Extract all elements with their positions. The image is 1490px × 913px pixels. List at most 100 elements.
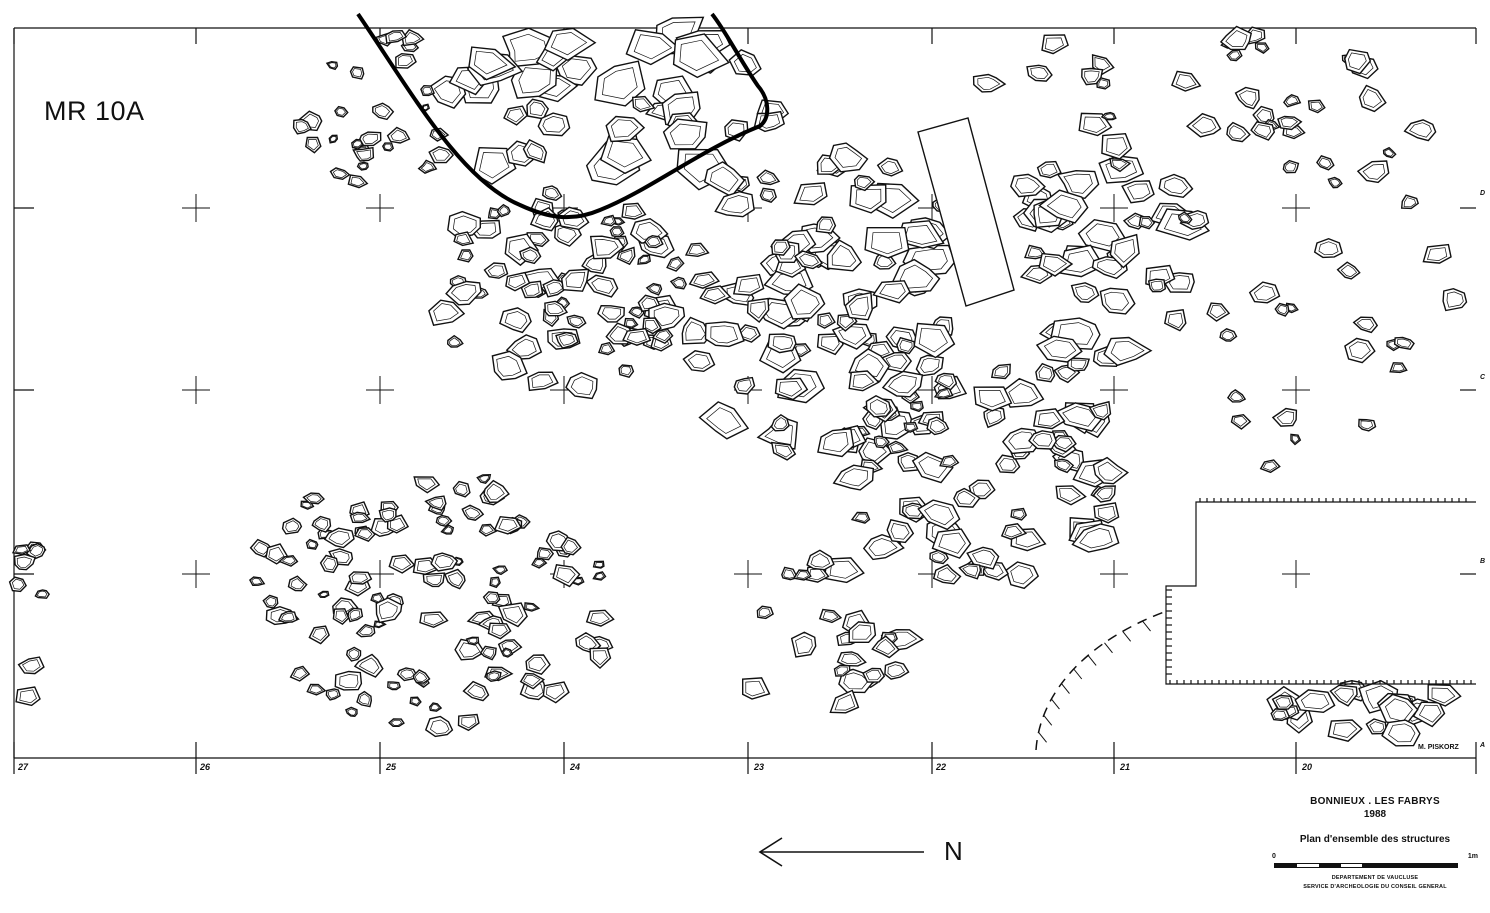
stone <box>409 696 422 707</box>
stone-facet <box>1431 687 1456 704</box>
stone-facet <box>644 319 659 332</box>
stone-facet <box>669 123 701 146</box>
stone-facet <box>499 206 509 216</box>
stone <box>850 511 871 524</box>
stone-facet <box>1362 88 1382 108</box>
stone <box>1053 458 1075 474</box>
stone-facet <box>942 456 957 466</box>
stone <box>496 203 511 218</box>
stone <box>352 146 375 162</box>
stone <box>15 686 41 707</box>
stone <box>826 239 863 272</box>
stone-facet <box>504 311 528 330</box>
stone <box>1344 48 1372 75</box>
stone-facet <box>899 339 913 352</box>
stone <box>476 473 492 484</box>
stone <box>457 713 480 732</box>
stone-facet <box>852 624 872 640</box>
stone-facet <box>478 475 490 483</box>
stone-facet <box>389 682 399 689</box>
stone-facet <box>523 674 541 687</box>
stone <box>483 479 510 504</box>
stone-facet <box>871 232 903 255</box>
stone-facet <box>633 34 673 60</box>
stone-facet <box>762 190 774 201</box>
stone-facet <box>818 218 833 231</box>
stone-facet <box>972 482 992 497</box>
stone-facet <box>1253 285 1276 301</box>
stone <box>1307 99 1326 114</box>
stone <box>1036 160 1062 179</box>
stone-facet <box>745 680 765 697</box>
stone-facet <box>1127 183 1151 200</box>
stone-facet <box>978 389 1006 408</box>
stone-facet <box>1062 406 1096 427</box>
stone-facet <box>494 566 506 574</box>
stone-facet <box>452 215 477 235</box>
stone-facet <box>546 281 564 295</box>
stone-facet <box>21 659 41 672</box>
stone-facet <box>430 703 440 711</box>
stone-facet <box>563 539 578 553</box>
stone-facet <box>319 592 328 597</box>
stone-facet <box>1334 687 1354 703</box>
stone-facet <box>758 607 771 617</box>
stone-facet <box>1015 531 1041 548</box>
stone-facet <box>359 626 373 636</box>
stone-facet <box>839 468 868 487</box>
stone-facet <box>687 353 711 369</box>
stone <box>1427 683 1462 707</box>
stone-facet <box>1253 124 1272 138</box>
stone <box>1092 485 1116 503</box>
stone-facet <box>693 274 715 287</box>
stone-facet <box>352 68 363 78</box>
grid-cross <box>1100 560 1128 588</box>
stone-facet <box>558 298 568 307</box>
stone-facet <box>1332 722 1358 738</box>
stone-facet <box>459 642 481 658</box>
stone-facet <box>1318 241 1339 256</box>
plan-frame <box>13 27 1477 774</box>
stone-facet <box>357 529 373 540</box>
pit-arc <box>1035 611 1165 751</box>
stone-facet <box>841 653 862 665</box>
stone-facet <box>1057 322 1094 345</box>
stone-facet <box>502 649 512 657</box>
stone-facet <box>1222 330 1235 340</box>
stones-layer <box>8 16 1468 747</box>
stone-facet <box>349 610 361 621</box>
stone-facet <box>703 288 726 302</box>
stone-facet <box>411 697 420 705</box>
stone <box>774 377 809 401</box>
stone-facet <box>426 574 442 585</box>
stone-facet <box>1085 223 1120 247</box>
stone-facet <box>308 540 317 549</box>
stone-facet <box>442 526 453 534</box>
stone-facet <box>601 307 622 320</box>
stone-facet <box>822 432 849 453</box>
stone-facet <box>626 331 647 344</box>
stone-facet <box>1167 312 1184 329</box>
pit-hachure <box>1122 631 1132 642</box>
stone-facet <box>526 143 544 160</box>
stone-facet <box>1369 721 1385 733</box>
stone <box>968 479 996 500</box>
stone-facet <box>870 399 888 415</box>
stone-facet <box>912 402 922 411</box>
stone-facet <box>530 234 547 245</box>
stone <box>853 174 876 192</box>
stone-facet <box>323 557 336 571</box>
stone <box>542 681 570 704</box>
stone <box>1400 194 1420 210</box>
stone-facet <box>433 303 459 322</box>
stone-facet <box>900 454 917 469</box>
stone <box>356 690 373 708</box>
stone <box>1290 433 1302 446</box>
stone-facet <box>772 336 793 350</box>
stone-facet <box>1348 341 1371 360</box>
grid-cross <box>1282 560 1310 588</box>
stone <box>445 280 482 306</box>
stone-facet <box>1044 37 1064 52</box>
